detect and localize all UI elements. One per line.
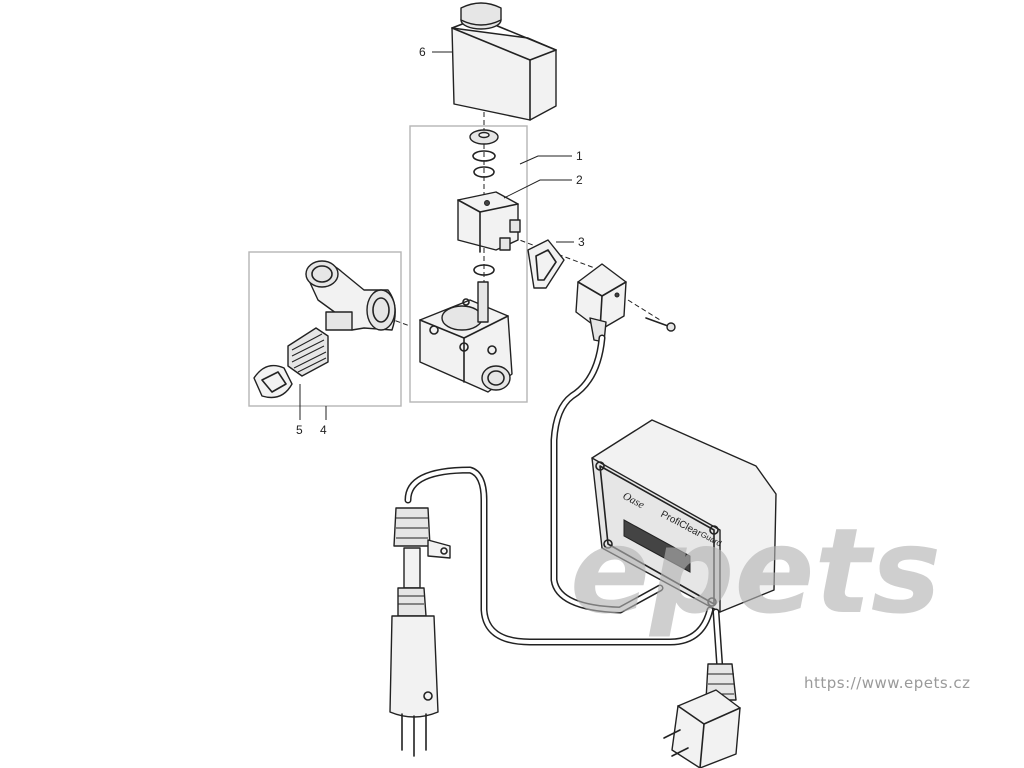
part-2-solenoid-coil (457, 191, 521, 253)
leader-lines (299, 51, 574, 420)
control-unit-housing: Oase ProfiClear Guard (591, 419, 777, 613)
part-5-strainer (253, 327, 329, 399)
part-6-cover-cap (451, 2, 557, 121)
washer-stack (469, 129, 499, 276)
part-4-t-fitting (305, 260, 396, 331)
watermark: epets https://www.epets.cz (570, 502, 971, 692)
part-3-gasket (527, 239, 565, 289)
callout-4: 4 (320, 423, 327, 437)
cable-connector-plug (575, 263, 627, 343)
mains-plug (663, 663, 741, 768)
valve-body (419, 281, 513, 393)
callout-6: 6 (419, 45, 426, 59)
group-frame-valve (409, 125, 528, 403)
watermark-logo-text: epets (570, 502, 941, 640)
callout-5: 5 (296, 423, 303, 437)
group-frame-strainer (248, 251, 402, 407)
assembly-axis-screw (627, 299, 661, 321)
fixing-screw (645, 317, 676, 332)
callout-1: 1 (576, 149, 583, 163)
callout-2: 2 (576, 173, 583, 187)
callout-3: 3 (578, 235, 585, 249)
callouts: 1 2 3 4 5 6 (296, 45, 585, 437)
watermark-url: https://www.epets.cz (804, 674, 971, 692)
cables (404, 334, 724, 674)
sensor-probe (389, 507, 451, 757)
